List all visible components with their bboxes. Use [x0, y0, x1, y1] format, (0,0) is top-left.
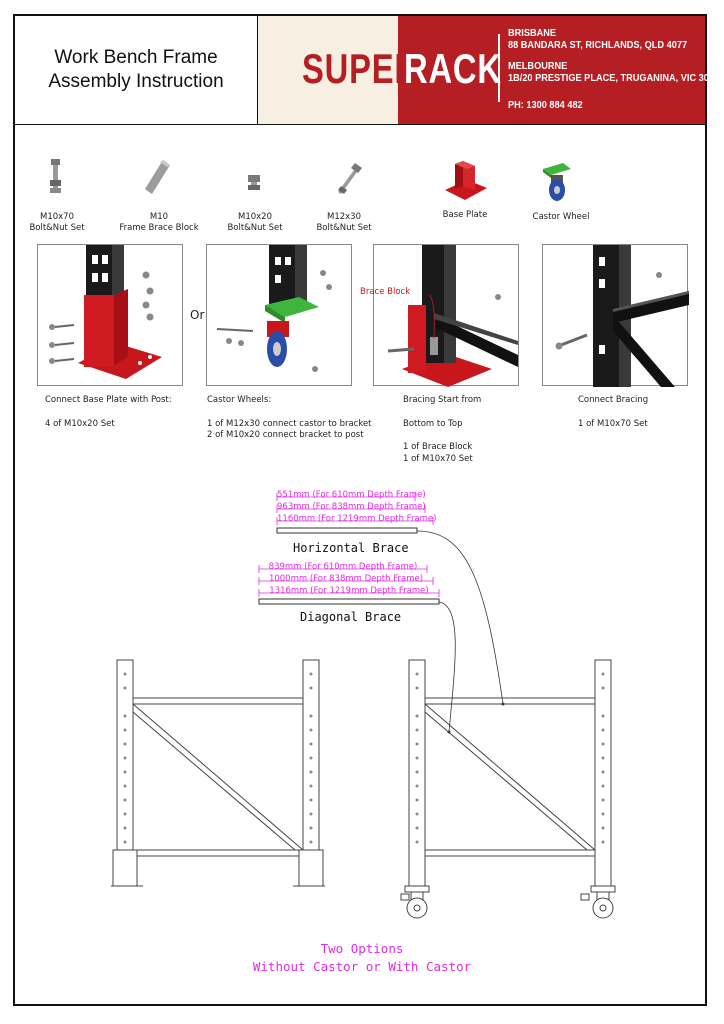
- brace-block-callout: Brace Block: [360, 287, 411, 297]
- step-panel-castor: [206, 244, 352, 386]
- bolt-m12x30-icon: [338, 163, 362, 194]
- options-line-2: Without Castor or With Castor: [252, 959, 472, 974]
- bolt-m10x20-icon: [248, 175, 260, 190]
- step-note-connect-bracing: Connect Bracing 1 of M10x70 Set: [578, 395, 649, 429]
- part-label-base-plate: Base Plate: [442, 210, 488, 220]
- step-panel-base-plate: [37, 244, 183, 386]
- title-box: Work Bench Frame Assembly Instruction: [15, 16, 258, 124]
- phone-number: PH: 1300 884 482: [508, 100, 583, 111]
- step-note-bracing: Bracing Start from Bottom to Top 1 of Br…: [403, 395, 482, 464]
- or-label: Or: [190, 308, 205, 322]
- brisbane-address: 88 BANDARA ST, RICHLANDS, QLD 4077: [508, 40, 688, 51]
- frame-with-castor: [400, 659, 616, 919]
- diagonal-dim-2: 1000mm (For 838mm Depth Frame): [268, 574, 424, 584]
- castor-wheel-icon: [543, 163, 571, 201]
- melbourne-address: 1B/20 PRESTIGE PLACE, TRUGANINA, VIC 302…: [508, 73, 720, 84]
- logo-rack-text: RACK: [404, 45, 502, 92]
- diagonal-dim-1: 839mm (For 610mm Depth Frame): [268, 562, 418, 572]
- step-note-base-plate: Connect Base Plate with Post: 4 of M10x2…: [45, 395, 172, 429]
- frame-brace-block-icon: [145, 160, 170, 194]
- horizontal-brace-label: Horizontal Brace: [293, 541, 409, 555]
- bolt-m10x70-icon: [50, 159, 61, 193]
- instruction-sheet: Work Bench Frame Assembly Instruction SU…: [13, 14, 719, 1006]
- horizontal-dim-3: 1160mm (For 1219mm Depth Frame): [277, 514, 437, 524]
- title-line-2: Assembly Instruction: [48, 71, 224, 92]
- header: Work Bench Frame Assembly Instruction SU…: [15, 16, 719, 125]
- part-label-castor-wheel: Castor Wheel: [532, 212, 590, 222]
- logo-rack-panel: RACK BRISBANE 88 BANDARA ST, RICHLANDS, …: [398, 16, 719, 124]
- horizontal-dim-1: 551mm (For 610mm Depth Frame): [277, 490, 426, 500]
- title-line-1: Work Bench Frame: [54, 47, 218, 68]
- step-note-castor: Castor Wheels: 1 of M12x30 connect casto…: [207, 395, 372, 440]
- base-plate-icon: [445, 161, 487, 200]
- horizontal-dim-2: 963mm (For 838mm Depth Frame): [277, 502, 426, 512]
- melbourne-label: MELBOURNE: [508, 61, 568, 72]
- brace-dimension-lines: [258, 493, 505, 734]
- step-panel-connect-bracing: [542, 244, 689, 387]
- brisbane-label: BRISBANE: [508, 28, 557, 39]
- logo-divider: [498, 34, 500, 102]
- diagonal-dim-3: 1316mm (For 1219mm Depth Frame): [269, 586, 429, 596]
- frame-without-castor: [111, 659, 325, 887]
- options-line-1: Two Options: [320, 941, 404, 956]
- step-panel-bracing: Brace Block: [360, 244, 519, 387]
- diagonal-brace-label: Diagonal Brace: [300, 610, 402, 624]
